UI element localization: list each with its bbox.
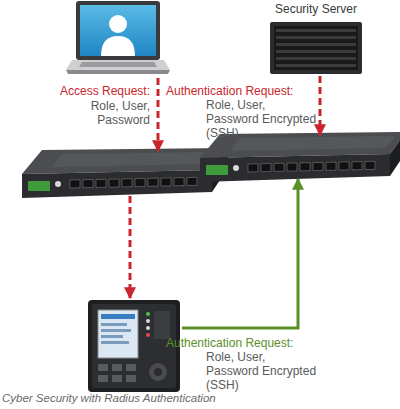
switch-front xyxy=(200,154,390,182)
switch-ports xyxy=(248,161,375,172)
switch-front xyxy=(22,170,212,198)
node-heading: Security Server xyxy=(256,2,376,16)
switch-logo xyxy=(233,165,239,171)
user-head xyxy=(109,15,127,33)
status-led xyxy=(146,333,150,337)
server-panel xyxy=(274,26,358,70)
dashed-request-arrow xyxy=(319,76,322,135)
server-slot xyxy=(276,64,356,67)
switch-side xyxy=(390,132,400,176)
status-led xyxy=(146,326,150,330)
figure-caption: Cyber Security with Radius Authenticatio… xyxy=(2,391,216,405)
laptop-base xyxy=(66,60,170,70)
server-illustration xyxy=(262,20,370,76)
laptop-screen xyxy=(80,5,156,56)
server-slot xyxy=(276,43,356,46)
terminal-block xyxy=(206,165,228,175)
relay-key xyxy=(126,375,136,382)
edge-label: Access Request: xyxy=(40,84,150,98)
relay-dial xyxy=(149,363,167,381)
detail-note: Role, User, Password xyxy=(78,99,150,127)
switch-illustration xyxy=(200,132,400,196)
edge-label: Authentication Request: xyxy=(166,84,316,98)
detail-note: Role, User, Password Encrypted (SSH) xyxy=(206,350,320,392)
detail-note: Role, User, Password Encrypted (SSH) xyxy=(206,98,320,140)
laptop-node xyxy=(66,0,170,76)
server-slot xyxy=(276,29,356,32)
status-led xyxy=(146,319,150,323)
relay-key xyxy=(112,375,122,382)
status-led xyxy=(146,312,150,316)
relay-dial-center xyxy=(154,368,162,376)
dashed-request-arrow xyxy=(157,78,160,151)
laptop-illustration xyxy=(66,0,170,76)
switch-top-panel xyxy=(52,152,218,167)
terminal-block xyxy=(28,181,50,191)
screen-bar xyxy=(101,314,135,319)
security-server-node: Security Server xyxy=(262,2,370,76)
laptop-keyboard xyxy=(79,62,157,67)
dashed-request-arrow xyxy=(129,196,132,298)
relay-key xyxy=(126,364,136,371)
switch-logo xyxy=(55,181,61,187)
switch-top xyxy=(22,148,228,174)
relay-bezel xyxy=(92,304,176,388)
screen-line xyxy=(101,329,131,332)
server-slot xyxy=(276,50,356,53)
switch-ports xyxy=(70,177,197,188)
switch-node xyxy=(200,132,394,196)
relay-key xyxy=(112,364,122,371)
server-chassis xyxy=(270,22,362,74)
screen-line xyxy=(101,335,123,338)
led-panel xyxy=(154,311,170,339)
relay-key xyxy=(98,364,108,371)
screen-line xyxy=(101,341,129,344)
solid-request-arrow xyxy=(182,179,298,328)
switch-node xyxy=(22,148,228,212)
switch-illustration xyxy=(22,148,228,212)
laptop-lid xyxy=(76,1,160,60)
server-slot xyxy=(276,57,356,60)
relay-screen xyxy=(98,310,138,358)
laptop-edge xyxy=(66,70,170,74)
user-body xyxy=(101,36,135,56)
screen-line xyxy=(101,323,127,326)
relay-key xyxy=(98,375,108,382)
edge-label: Authentication Request: xyxy=(166,336,316,350)
server-slot xyxy=(276,36,356,39)
switch-top-panel xyxy=(230,136,396,151)
